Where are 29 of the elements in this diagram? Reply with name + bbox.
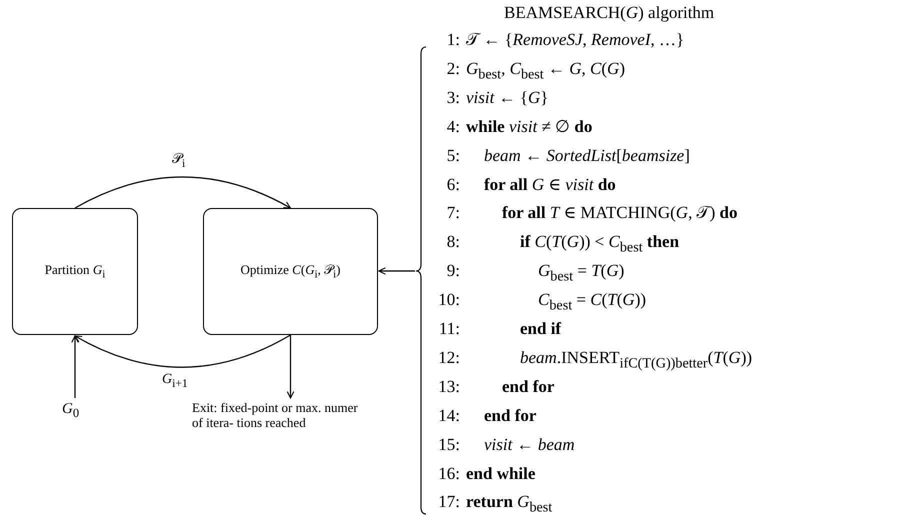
input-label: G$_{0}$ (62, 401, 90, 423)
code-line: 5: beam ← SortedList[beamsize] (446, 144, 690, 167)
code-line: 13: end for (437, 376, 554, 398)
code-line: 6: for all G ∈ visit do (446, 174, 616, 196)
code-line: 11: end if (438, 318, 562, 340)
code-line: 9: G$_{best}$ = T(G) (446, 260, 624, 287)
code-line: 3: visit ← {G} (446, 86, 548, 109)
code-line: 12: beam.INSERT$_{ifC(T(G))better}$(T(G)) (437, 346, 752, 374)
algorithm-title: BEAMSEARCH(G) algorithm (504, 2, 714, 24)
arrow (378, 267, 415, 275)
process-box: Optimize C(G$_{i}$, 𝒫$_{i}$) (203, 208, 378, 335)
code-line: 4: while visit ≠ ∅ do (446, 116, 592, 138)
code-line: 2: G$_{best}$, C$_{best}$ ← G, C(G) (446, 58, 625, 84)
arrow (71, 335, 79, 398)
arrow (74, 334, 291, 368)
code-line: 8: if C(T(G)) < C$_{best}$ then (446, 231, 680, 258)
process-box: Partition G$_{i}$ (12, 208, 138, 335)
edge-label: 𝒫$_{i}$ (170, 152, 188, 170)
arrow (286, 335, 294, 399)
exit-note: Exit: fixed-point or max. numer of itera- tions reached (192, 401, 362, 461)
code-line: 7: for all T ∈ MATCHING(G, 𝒯) do (446, 202, 738, 224)
code-line: 1: 𝒯 ← {RemoveSJ, RemoveI, …} (446, 29, 684, 51)
code-line: 17: return G$_{best}$ (437, 491, 552, 518)
arrow (74, 176, 292, 209)
code-line: 10: C$_{best}$ = C(T(G)) (437, 289, 646, 316)
code-line: 14: end for (437, 404, 536, 427)
edge-label: G$_{i+1}$ (160, 372, 190, 390)
code-line: 16: end while (437, 462, 536, 484)
code-line: 15: visit ← beam (437, 434, 575, 456)
